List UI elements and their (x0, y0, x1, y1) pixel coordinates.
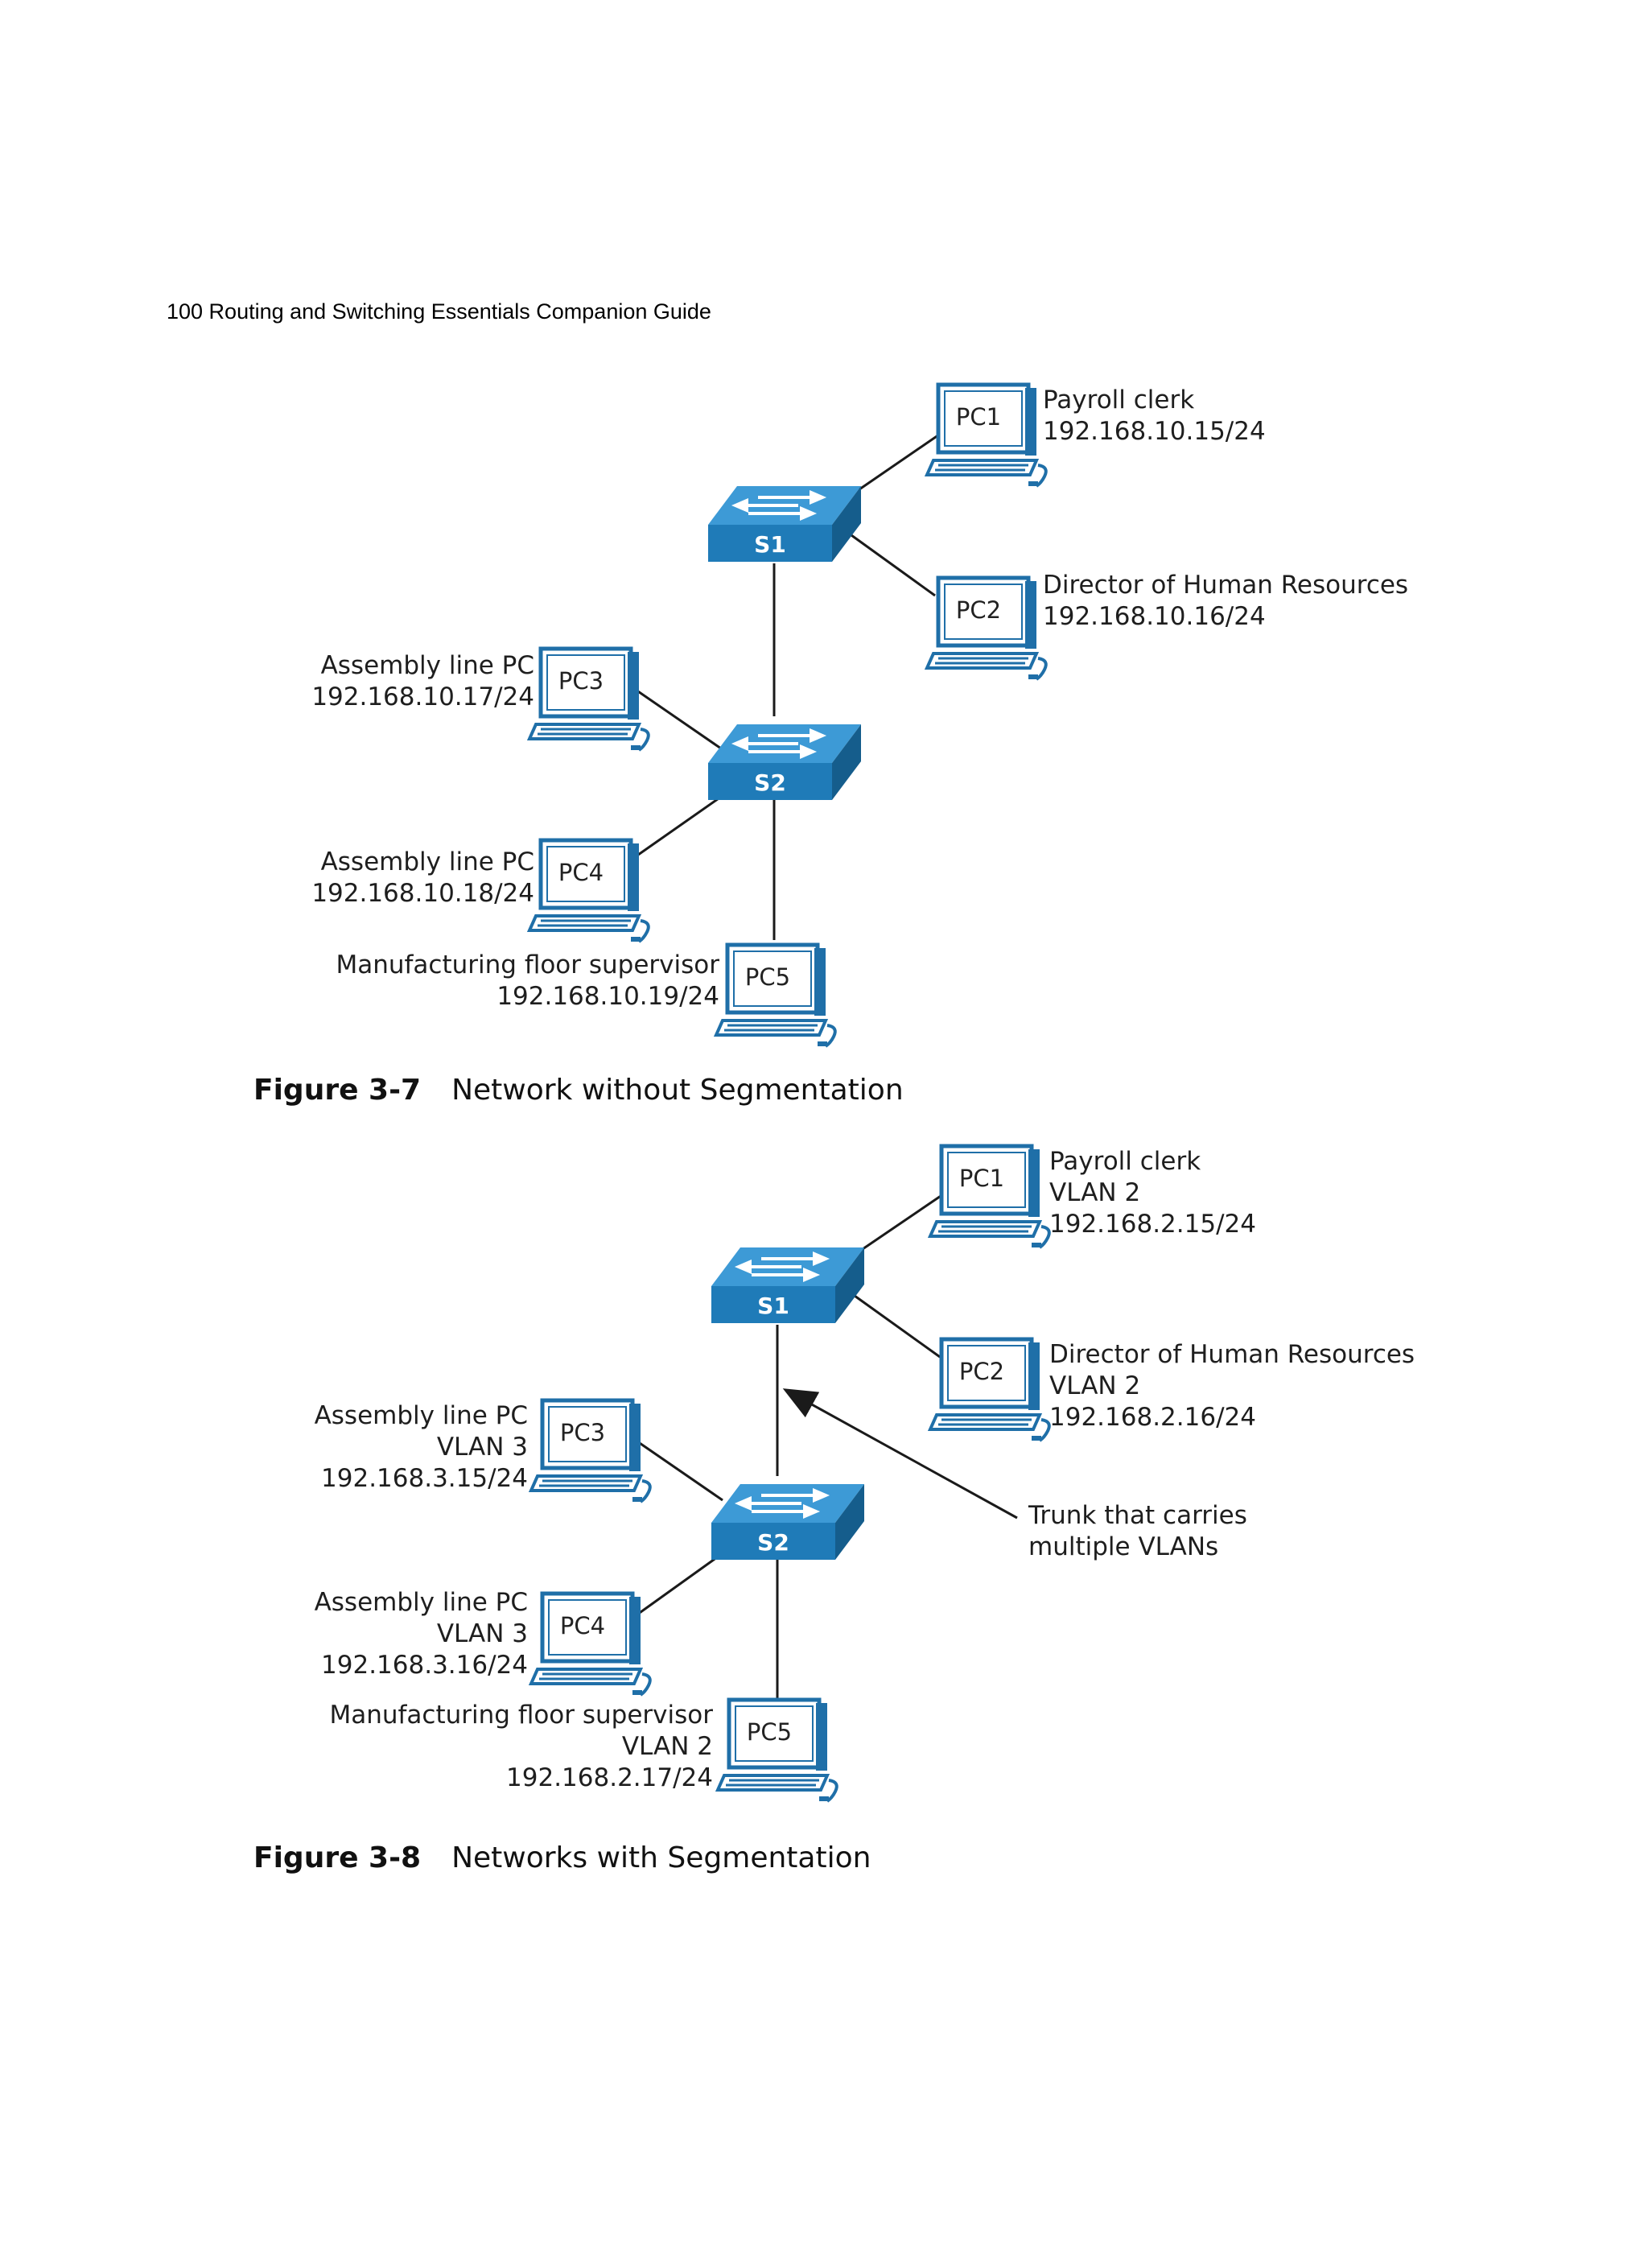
switch-s1-label: S1 (754, 531, 786, 558)
links (624, 1193, 1018, 1700)
pc1-label: PC1 (959, 1165, 1004, 1192)
link-s1-pc2 (854, 1294, 941, 1359)
pc2-icon: PC2 (927, 578, 1046, 679)
pc3-label: PC3 (560, 1419, 605, 1446)
pc3-label: PC3 (558, 667, 604, 695)
network-diagram-3-8: S1 S2 PC1 PC2 PC3 PC4 PC5 (0, 1127, 1648, 1932)
pc5-icon: PC5 (716, 945, 835, 1046)
switch-s2-label: S2 (754, 769, 786, 796)
link-s2-pc3 (622, 679, 722, 750)
network-diagram-3-7: S1 S2 PC1 PC2 PC3 PC4 PC5 (0, 0, 1648, 1143)
pc1-icon: PC1 (930, 1146, 1049, 1247)
pc5-icon: PC5 (718, 1700, 837, 1801)
pc1-label: PC1 (956, 403, 1001, 431)
pc3-icon: PC3 (531, 1400, 650, 1502)
link-s1-pc1 (859, 431, 942, 491)
pc2-label: PC2 (956, 596, 1001, 624)
pc2-label: PC2 (959, 1358, 1004, 1385)
link-s1-pc2 (851, 534, 936, 597)
link-s2-pc4 (625, 1552, 723, 1624)
switch-s2: S2 (707, 723, 863, 802)
pc4-icon: PC4 (529, 840, 649, 942)
pc4-label: PC4 (560, 1612, 605, 1639)
pc3-icon: PC3 (529, 649, 649, 750)
switch-s2: S2 (710, 1482, 866, 1561)
link-s2-pc4 (624, 795, 722, 866)
pc5-label: PC5 (745, 963, 790, 991)
switch-s2-label: S2 (757, 1529, 789, 1556)
pc4-icon: PC4 (531, 1594, 650, 1695)
switch-s1: S1 (707, 485, 863, 563)
pc5-label: PC5 (747, 1718, 792, 1746)
link-s2-pc3 (624, 1431, 723, 1502)
pc2-icon: PC2 (930, 1339, 1049, 1441)
trunk-arrow (782, 1388, 1018, 1520)
switch-s1-label: S1 (757, 1293, 789, 1319)
link-s1-pc1 (862, 1193, 944, 1251)
pc4-label: PC4 (558, 859, 604, 886)
pc1-icon: PC1 (927, 385, 1046, 486)
switch-s1: S1 (710, 1246, 866, 1325)
links (622, 431, 942, 940)
page-header: 100 Routing and Switching Essentials Com… (167, 299, 711, 324)
